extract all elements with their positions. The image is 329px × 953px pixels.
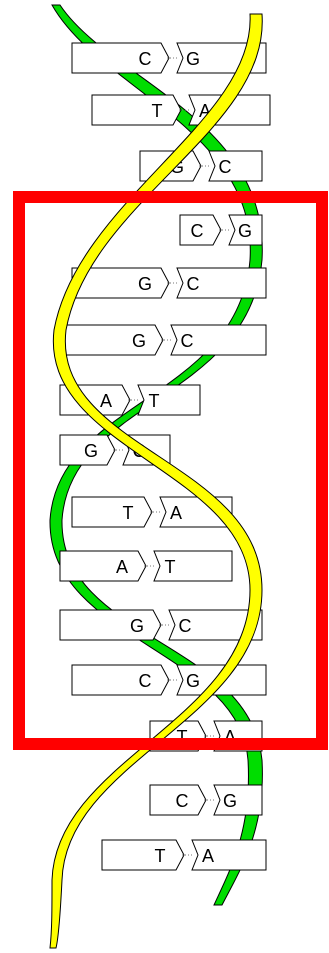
base-letter-left: G (84, 441, 98, 461)
base-letter-right: C (187, 274, 200, 294)
base-letter-left: C (176, 791, 189, 811)
base-letter-left: A (116, 557, 128, 577)
base-letter-right: C (179, 616, 192, 636)
base-pair-shape (179, 214, 263, 246)
base-pair-shape (101, 839, 267, 871)
base-letter-left: C (139, 49, 152, 69)
base-letter-right: G (238, 221, 252, 241)
base-pair-shape (71, 664, 267, 696)
base-letter-right: T (149, 391, 160, 411)
base-letter-left: C (191, 221, 204, 241)
base-pair-shape (149, 784, 263, 816)
base-letter-right: A (202, 846, 214, 866)
base-letter-right: T (165, 557, 176, 577)
base-pair-shape (59, 609, 263, 641)
base-letter-left: C (139, 671, 152, 691)
base-letter-right: G (223, 791, 237, 811)
base-letter-right: G (186, 49, 200, 69)
base-letter-right: C (181, 331, 194, 351)
base-letter-right: A (170, 503, 182, 523)
base-pair-shape (59, 550, 233, 582)
base-pair-shape (71, 42, 267, 74)
base-pair-shape (59, 324, 267, 356)
base-letter-left: A (100, 391, 112, 411)
front-strand (49, 13, 263, 949)
base-letter-left: G (138, 274, 152, 294)
base-pair-shape (71, 267, 267, 299)
base-letter-right: G (186, 671, 200, 691)
base-letter-left: T (152, 101, 163, 121)
base-letter-left: T (155, 846, 166, 866)
base-letter-right: C (219, 157, 232, 177)
base-pair-rungs: CGTAGCCGGCGCATGCTAATGCCGTACGTA (59, 42, 271, 871)
highlight-box (13, 191, 328, 750)
base-letter-left: T (177, 727, 188, 747)
base-letter-left: G (130, 616, 144, 636)
base-letter-left: T (123, 503, 134, 523)
base-letter-left: G (132, 331, 146, 351)
